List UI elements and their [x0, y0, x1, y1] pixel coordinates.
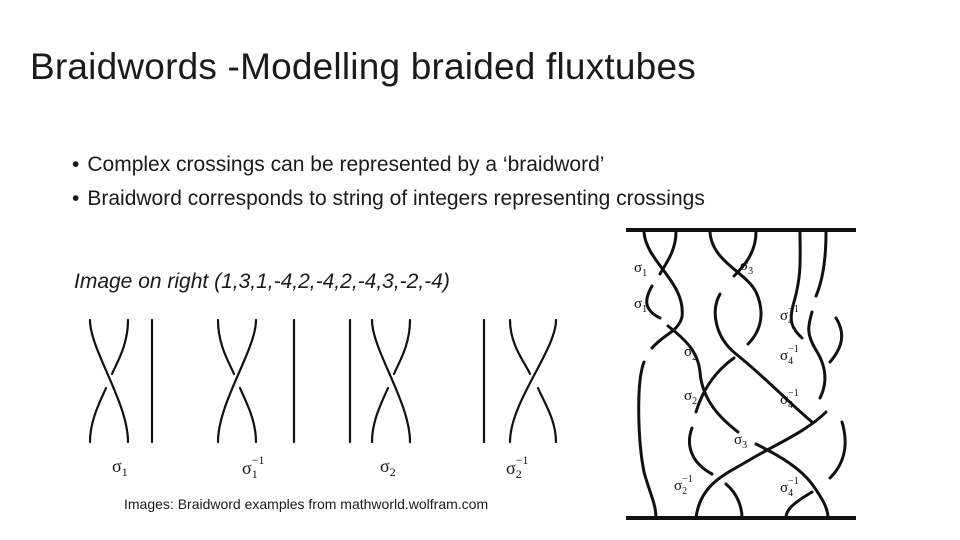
crossing-label: σ1	[634, 296, 647, 315]
strand-under-a	[110, 318, 130, 376]
strand-under-b	[88, 386, 108, 444]
braid-strand	[708, 230, 763, 346]
strand-under-a	[216, 318, 236, 376]
braid-strand	[732, 230, 758, 278]
crossing-label: σ3	[734, 432, 747, 451]
braid-strand	[637, 360, 658, 520]
crossing-label: σ2−1	[674, 474, 693, 497]
braid-diagram: σ1 σ1 σ2 σ2 σ3 σ2−1 σ3 σ4−1 σ4−1 σ4−1 σ4…	[626, 228, 856, 520]
braid-strand	[828, 316, 844, 364]
braid-strand	[688, 426, 714, 476]
braid-strand	[694, 356, 736, 414]
braid-generators-figure: σ1 σ1−1 σ2 σ2−1	[88, 318, 558, 481]
braid-strand	[658, 230, 678, 276]
strand-under-b	[536, 386, 558, 444]
strand-over	[370, 318, 412, 444]
braid-strand	[724, 482, 744, 520]
strand-under-b	[238, 386, 258, 444]
image-credit: Images: Braidword examples from mathworl…	[124, 496, 489, 512]
generator-label: σ1−1	[242, 453, 264, 481]
braid-strand	[789, 230, 804, 340]
braid-strand	[645, 284, 662, 320]
crossing-label: σ1	[634, 260, 647, 279]
crossing-label: σ2	[684, 388, 697, 407]
braid-strand	[807, 310, 827, 400]
crossing-label: σ3	[740, 258, 753, 277]
generator-label: σ2−1	[506, 453, 528, 481]
crossing-label: σ4−1	[780, 304, 799, 327]
crossing-label: σ4−1	[780, 476, 799, 499]
strand-over	[508, 318, 558, 444]
bullet-item: Braidword corresponds to string of integ…	[72, 182, 704, 216]
braid-strand	[666, 324, 740, 434]
crossing-label: σ2	[684, 344, 697, 363]
strand-under-a	[508, 318, 532, 376]
generator-label: σ1	[112, 456, 128, 479]
generator-label: σ2	[380, 456, 396, 479]
image-caption: Image on right (1,3,1,-4,2,-4,2,-4,3,-2,…	[74, 270, 450, 293]
braid-strand	[642, 230, 684, 350]
braid-strand	[784, 490, 814, 520]
strand-over	[88, 318, 130, 444]
braid-strand	[828, 420, 847, 480]
braid-strand	[754, 442, 830, 520]
braid-strand	[814, 230, 828, 298]
strand-under-b	[370, 386, 390, 444]
slide-title: Braidwords -Modelling braided fluxtubes	[30, 46, 696, 87]
bullet-item: Complex crossings can be represented by …	[72, 148, 705, 182]
crossing-label: σ4−1	[780, 344, 799, 367]
braid-strand	[713, 292, 814, 424]
crossing-label: σ4−1	[780, 388, 799, 411]
braid-strand	[694, 410, 828, 520]
bullet-list: Complex crossings can be represented by …	[72, 148, 705, 216]
strand-under-a	[392, 318, 412, 376]
strand-over	[216, 318, 258, 444]
